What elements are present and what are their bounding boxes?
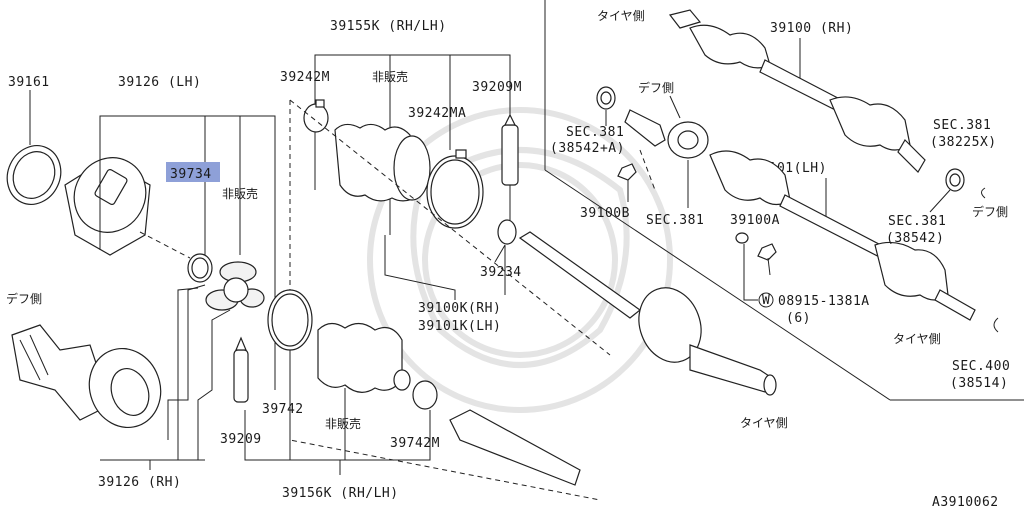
- label-sec381-d-2[interactable]: (38542): [886, 231, 944, 246]
- label-sec400-2[interactable]: (38514): [950, 376, 1008, 391]
- part-39742m-clamp[interactable]: [412, 380, 438, 410]
- label-39742[interactable]: 39742: [262, 402, 304, 417]
- label-39734[interactable]: 39734: [170, 167, 212, 182]
- label-bolt-qty: (6): [786, 311, 811, 326]
- part-39242ma-clamp[interactable]: [426, 149, 484, 229]
- label-39242ma[interactable]: 39242MA: [408, 106, 466, 121]
- label-hihanbai-1: 非販売: [222, 186, 258, 201]
- label-sec381-a-1[interactable]: SEC.381: [566, 125, 624, 140]
- highlight-box-39734: [166, 162, 220, 182]
- label-39100a[interactable]: 39100A: [730, 213, 780, 228]
- label-tire-1: タイヤ側: [597, 9, 645, 23]
- label-hihanbai-3: 非販売: [325, 416, 361, 431]
- label-39742m[interactable]: 39742M: [390, 436, 440, 451]
- label-defu-3: デフ側: [972, 204, 1008, 219]
- part-39742-clamp[interactable]: [267, 289, 313, 351]
- label-sec381-d-1[interactable]: SEC.381: [888, 214, 946, 229]
- label-tire-2: タイヤ側: [893, 332, 941, 346]
- label-sec381-c-1[interactable]: SEC.381: [933, 118, 991, 133]
- label-39209[interactable]: 39209: [220, 432, 262, 447]
- label-hihanbai-2: 非販売: [372, 69, 408, 84]
- part-39242m-clamp[interactable]: [303, 99, 329, 133]
- label-bolt-circle: W: [762, 293, 770, 308]
- part-39234-snap-ring[interactable]: [497, 219, 517, 245]
- label-defu-1: デフ側: [6, 291, 42, 306]
- label-39100-rh[interactable]: 39100 (RH): [770, 21, 853, 36]
- part-39100a-washer[interactable]: [735, 232, 749, 244]
- label-39101k[interactable]: 39101K(LH): [418, 319, 501, 334]
- part-39126-rh-housing[interactable]: [11, 324, 172, 438]
- label-39209m[interactable]: 39209M: [472, 80, 522, 95]
- part-stub-shaft[interactable]: [624, 109, 709, 159]
- label-sec381-c-2[interactable]: (38225X): [930, 135, 997, 150]
- label-bolt-number[interactable]: 08915-1381A: [778, 294, 870, 309]
- part-39126-lh-housing[interactable]: [61, 145, 160, 256]
- part-sec381-seal-a[interactable]: [596, 86, 616, 110]
- figure-code: A3910062: [932, 495, 999, 510]
- label-39100b[interactable]: 39100B: [580, 206, 630, 221]
- part-outboard-boot[interactable]: [317, 322, 411, 393]
- part-39101-lh-shaft[interactable]: [709, 150, 976, 321]
- label-39126-lh[interactable]: 39126 (LH): [118, 75, 201, 90]
- part-outboard-shaft[interactable]: [449, 409, 581, 486]
- part-sec381-seal-c[interactable]: [945, 168, 965, 192]
- part-bolt-08915[interactable]: [757, 243, 777, 276]
- part-39209m-grease-tube[interactable]: [501, 113, 519, 186]
- part-39161-ring[interactable]: [0, 137, 70, 213]
- label-39161[interactable]: 39161: [8, 75, 50, 90]
- part-39209-grease-tube[interactable]: [233, 336, 249, 403]
- part-center-shaft[interactable]: [518, 231, 777, 396]
- bolt-circle-w-icon: [758, 292, 774, 308]
- part-inboard-boot[interactable]: [334, 123, 431, 202]
- label-39234[interactable]: 39234: [480, 265, 522, 280]
- label-39155k[interactable]: 39155K (RH/LH): [330, 19, 447, 34]
- part-spider-assembly[interactable]: [205, 261, 265, 311]
- snap-ring-sec400[interactable]: [993, 317, 999, 333]
- label-defu-2: デフ側: [638, 80, 674, 95]
- label-sec400-1[interactable]: SEC.400: [952, 359, 1010, 374]
- label-39242m[interactable]: 39242M: [280, 70, 330, 85]
- snap-ring-c[interactable]: [981, 187, 986, 199]
- label-39126-rh[interactable]: 39126 (RH): [98, 475, 181, 490]
- part-39100-rh-shaft[interactable]: [668, 9, 926, 173]
- label-tire-3: タイヤ側: [740, 416, 788, 430]
- watermark-emblem: [367, 107, 673, 413]
- label-sec381-b[interactable]: SEC.381: [646, 213, 704, 228]
- part-39734-snap-ring[interactable]: [187, 253, 213, 283]
- label-39100k[interactable]: 39100K(RH): [418, 301, 501, 316]
- label-39156k[interactable]: 39156K (RH/LH): [282, 486, 399, 501]
- part-39100b-nut[interactable]: [617, 163, 637, 181]
- label-sec381-a-2[interactable]: (38542+A): [550, 141, 625, 156]
